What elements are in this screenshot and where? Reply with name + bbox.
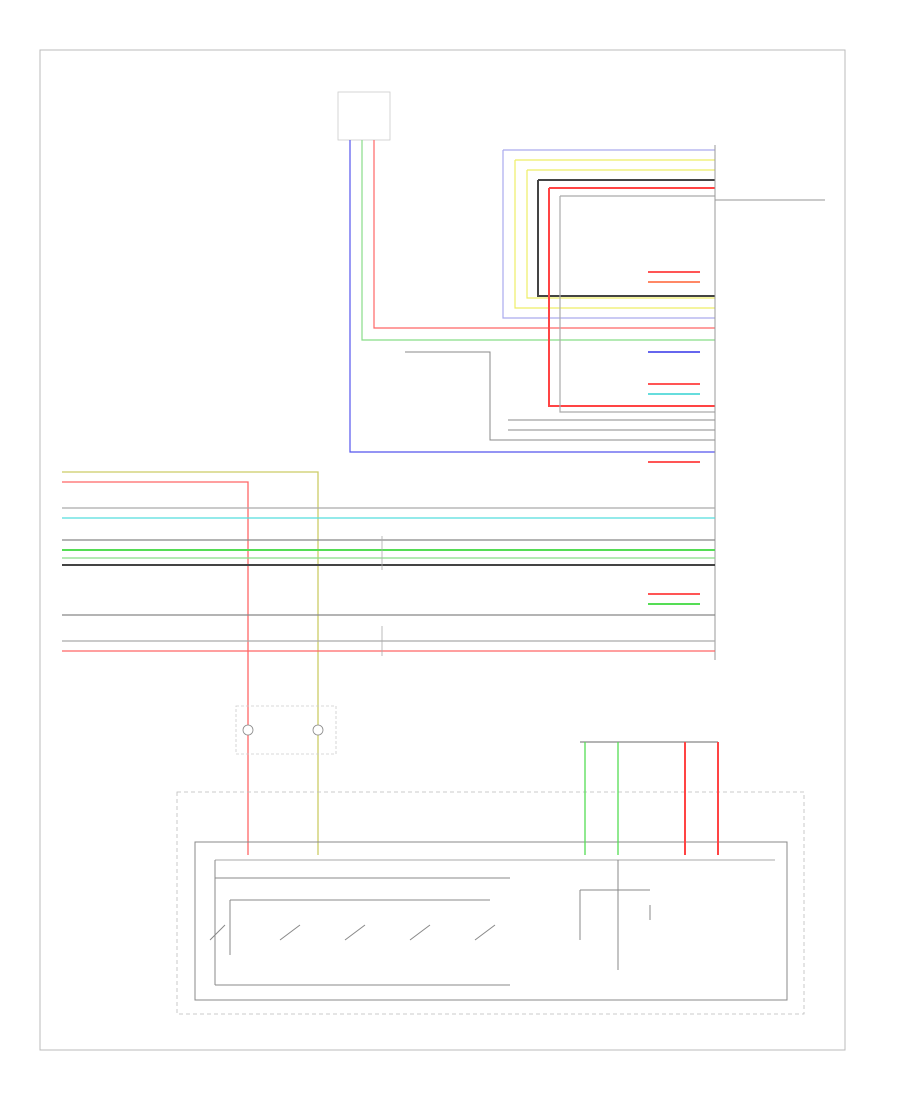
switch-box: [194, 841, 788, 1001]
terminal-right: [312, 724, 324, 736]
top-connector-wires: [349, 140, 715, 453]
mid-gray-wires: [405, 351, 715, 441]
top-connector: [337, 91, 391, 141]
wire-green-top: [361, 140, 715, 341]
upper-harness: [502, 149, 825, 413]
steering-box: [176, 791, 805, 1015]
switch-harness: [580, 741, 719, 855]
wire-red-top: [373, 140, 715, 329]
left-harness: [62, 471, 715, 855]
lower-module: [235, 705, 337, 755]
right-stubs: [648, 271, 700, 605]
wire-blue: [349, 140, 715, 453]
outer-border: [39, 49, 846, 1051]
terminal-left: [242, 724, 254, 736]
